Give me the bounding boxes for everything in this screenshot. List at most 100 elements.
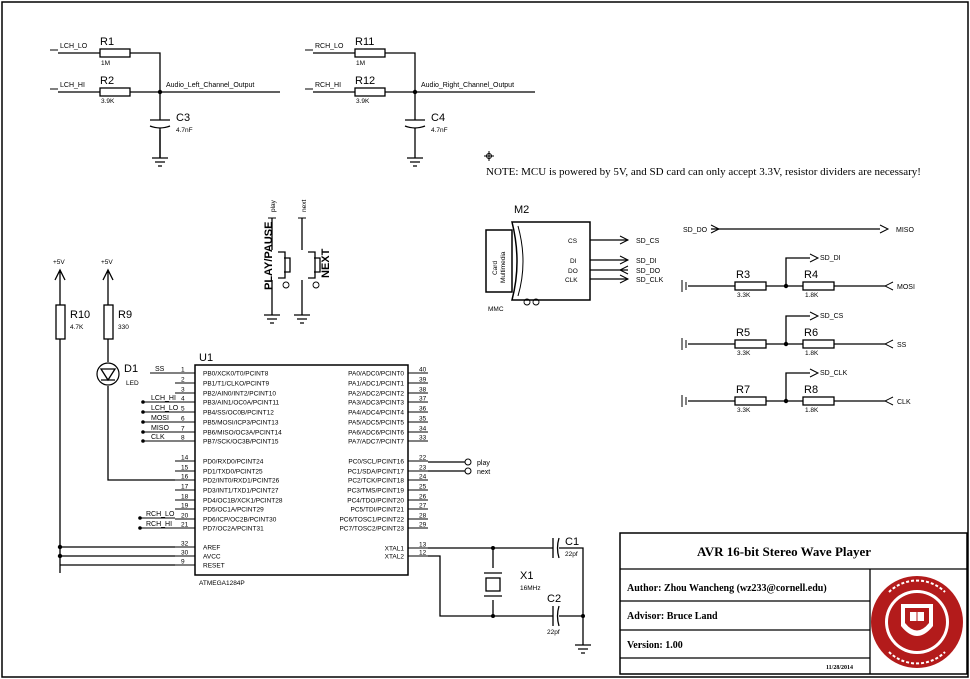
title-block-date: 11/28/2014 [826,665,853,671]
mcu-pin-number: 6 [181,416,185,423]
mcu-pin-name: PB5/MOSI/ICP3/PCINT13 [203,420,279,427]
mcu-left-pins: 1PB0/XCK0/T0/PCINT82PB1/T1/CLKO/PCINT93P… [175,367,283,570]
sd-pin-clk: CLK [565,277,578,284]
crystal-section: C1 22pf C2 22pf X1 16MHz [428,536,591,654]
net-sd-di: SD_DI [636,258,657,265]
right-audio-filter: RCH_LO RCH_HI R11 1M R12 3.9K Audio_Righ… [305,36,535,167]
mcu-pin-name: PA2/ADC2/PCINT2 [348,391,404,398]
net-mcu-mosi: MOSI [151,415,169,422]
level-shift-dividers: SD_DO MISO R3 3.3K R4 1.8K SD_DI MOSI R5… [681,224,915,414]
r11-ref: R11 [355,36,374,48]
net-mcu-lch-hi: LCH_HI [151,395,176,402]
net-audio-right-output: Audio_Right_Channel_Output [421,82,514,89]
net-mcu-clk: CLK [151,434,165,441]
mcu-pin-number: 9 [181,559,185,566]
x1-ref: X1 [520,570,533,582]
m2-ref: M2 [514,204,529,216]
title-block-version: Version: 1.00 [627,640,683,651]
mcu-pin-name: PB0/XCK0/T0/PCINT8 [203,371,269,378]
net-mcu-play: play [477,460,490,467]
net-audio-left-output: Audio_Left_Channel_Output [166,82,254,89]
mcu-pin-number: 16 [181,474,189,481]
mcu-pin-number: 27 [419,503,427,510]
mcu-pin-number: 4 [181,396,185,403]
resistor-r1 [99,48,131,58]
c3-value: 4.7nF [176,127,193,134]
mcu-pin-name: PC3/TMS/PCINT19 [347,488,404,495]
mcu-pin-name: PA5/ADC5/PCINT5 [348,420,404,427]
mcu-pin-number: 7 [181,426,185,433]
r5-ref: R5 [736,327,750,339]
title-block-advisor: Advisor: Bruce Land [627,611,718,622]
mcu-pin-number: 24 [419,474,427,481]
r9-value: 330 [118,324,129,331]
plus5v-label-a: +5V [53,259,65,266]
crystal-x1 [485,577,501,592]
mcu-pin-name: PA4/ADC4/PCINT4 [348,410,404,417]
mcu-pin-name: PC0/SCL/PCINT16 [348,459,404,466]
mcu-pin-number: 28 [419,513,427,520]
mcu-pin-number: 33 [419,435,427,442]
mcu-pin-number: 13 [419,542,427,549]
ground-symbol [407,157,423,167]
mcu-pin-number: 29 [419,522,427,529]
r11-value: 1M [356,60,365,67]
mcu-pin-number: 26 [419,494,427,501]
mcu-pin-name: RESET [203,563,225,570]
title-block-author: Author: Zhou Wancheng (wz233@cornell.edu… [627,583,827,594]
power-led-section: +5V +5V R10 4.7K R9 330 D1 LED [53,259,175,573]
d1-ref: D1 [124,363,138,375]
mcu-pin-number: 23 [419,465,427,472]
resistor-r12 [354,87,386,97]
mcu-pin-number: 12 [419,550,427,557]
mcu-pin-name: AVCC [203,554,221,561]
net-clk: CLK [897,399,911,406]
mcu-pin-number: 19 [181,503,189,510]
mcu-pin-name: PA0/ADC0/PCINT0 [348,371,404,378]
next-switch [308,251,321,279]
ground-symbol [264,314,280,324]
net-sd-do: SD_DO [636,268,661,275]
title-block: AVR 16-bit Stereo Wave Player Author: Zh… [619,532,968,675]
ground-symbol [575,644,591,654]
r9-ref: R9 [118,309,132,321]
mcu-pin-number: 37 [419,396,427,403]
mmc-label: MMC [488,306,504,313]
net-sd-cs: SD_CS [636,238,660,245]
mcu-right-pins: 40PA0/ADC0/PCINT039PA1/ADC1/PCINT138PA2/… [339,367,428,561]
ground-symbol [294,314,310,324]
next-label: NEXT [320,248,332,278]
card-text2: Multimedia [500,251,507,283]
c1-ref: C1 [565,536,579,548]
ground-symbol [152,128,168,167]
mcu-pin-name: XTAL2 [385,554,405,561]
r6-ref: R6 [804,327,818,339]
c2-value: 22pf [547,629,560,636]
c1-value: 22pf [565,551,578,558]
r10-ref: R10 [70,309,90,321]
r4-value: 1.8K [805,292,819,299]
mcu-pin-name: AREF [203,545,220,552]
mcu-body [194,364,409,576]
mcu-pin-name: PD0/RXD0/PCINT24 [203,459,264,466]
c4-value: 4.7nF [431,127,448,134]
c4-ref: C4 [431,112,445,124]
card-text: Card [492,261,499,275]
sd-pin-do: DO [568,268,578,275]
r5-value: 3.3K [737,350,751,357]
mcu-pin-name: PB4/SS/OC0B/PCINT12 [203,410,274,417]
mcu-pin-name: XTAL1 [385,546,405,553]
mcu-pin-name: PA7/ADC7/PCINT7 [348,439,404,446]
mcu-pin-number: 34 [419,426,427,433]
sd-pin-di: DI [570,258,577,265]
r6-value: 1.8K [805,350,819,357]
mcu-pin-name: PC7/TOSC2/PCINT23 [339,526,404,533]
net-mcu-next: next [477,469,490,476]
net-mcu-rch-hi: RCH_HI [146,521,172,528]
mcu-pin-name: PD2/INT0/RXD1/PCINT26 [203,478,280,485]
sd-card-connector: M2 Card Multimedia CS DI DO CLK SD_CS SD… [485,204,664,313]
r1-ref: R1 [100,36,114,48]
r7-ref: R7 [736,384,750,396]
net-mcu-rch-lo: RCH_LO [146,511,175,518]
mcu-pin-name: PD1/TXD0/PCINT25 [203,469,263,476]
